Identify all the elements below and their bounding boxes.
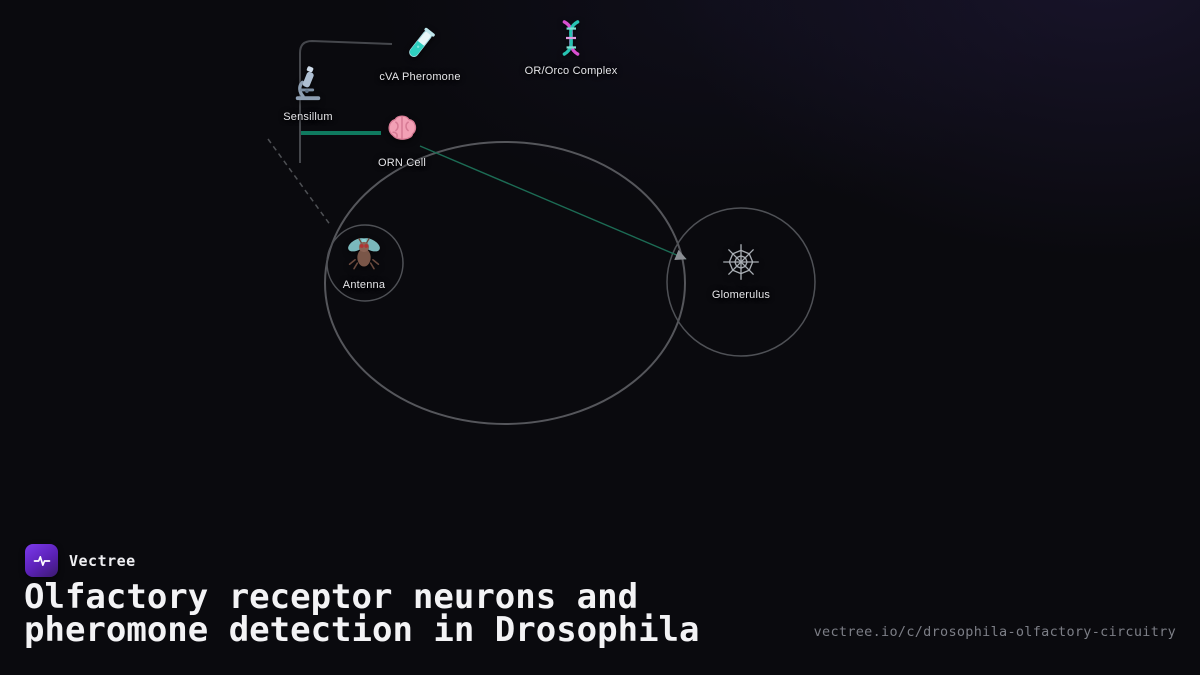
node-label: Glomerulus <box>711 289 771 301</box>
antenna-ring <box>326 224 404 302</box>
node-or-orco-complex[interactable]: OR/Orco Complex <box>496 18 646 77</box>
page-title-line1: Olfactory receptor neurons and <box>24 577 639 617</box>
page-title-line2: pheromone detection in Drosophila <box>24 610 700 650</box>
brain-icon <box>382 110 422 150</box>
node-sensillum[interactable]: Sensillum <box>233 64 383 123</box>
page-title: Olfactory receptor neurons and pheromone… <box>24 577 700 650</box>
node-antenna[interactable]: Antenna <box>289 232 439 291</box>
node-orn-cell[interactable]: ORN Cell <box>327 110 477 169</box>
node-label: Antenna <box>342 279 386 291</box>
waveform-icon <box>33 555 50 566</box>
test-tube-icon <box>400 24 440 64</box>
edge-sensillum-cva <box>299 39 393 163</box>
dna-icon <box>551 18 591 58</box>
spider-web-icon <box>721 242 761 282</box>
node-label: cVA Pheromone <box>379 71 461 83</box>
edge-orn-glomerulus <box>419 145 687 261</box>
vectree-logo[interactable] <box>25 544 58 577</box>
node-cva-pheromone[interactable]: cVA Pheromone <box>345 24 495 83</box>
node-glomerulus[interactable]: Glomerulus <box>666 242 816 301</box>
node-label: ORN Cell <box>377 157 427 169</box>
glomerulus-ring <box>666 207 816 357</box>
brand-name: Vectree <box>69 551 136 570</box>
fly-icon <box>344 232 384 272</box>
brand-row: Vectree <box>25 544 136 577</box>
microscope-icon <box>288 64 328 104</box>
node-label: Sensillum <box>283 111 333 123</box>
center-field-ring <box>324 141 686 425</box>
page-url[interactable]: vectree.io/c/drosophila-olfactory-circui… <box>813 624 1176 640</box>
node-label: OR/Orco Complex <box>524 65 618 77</box>
